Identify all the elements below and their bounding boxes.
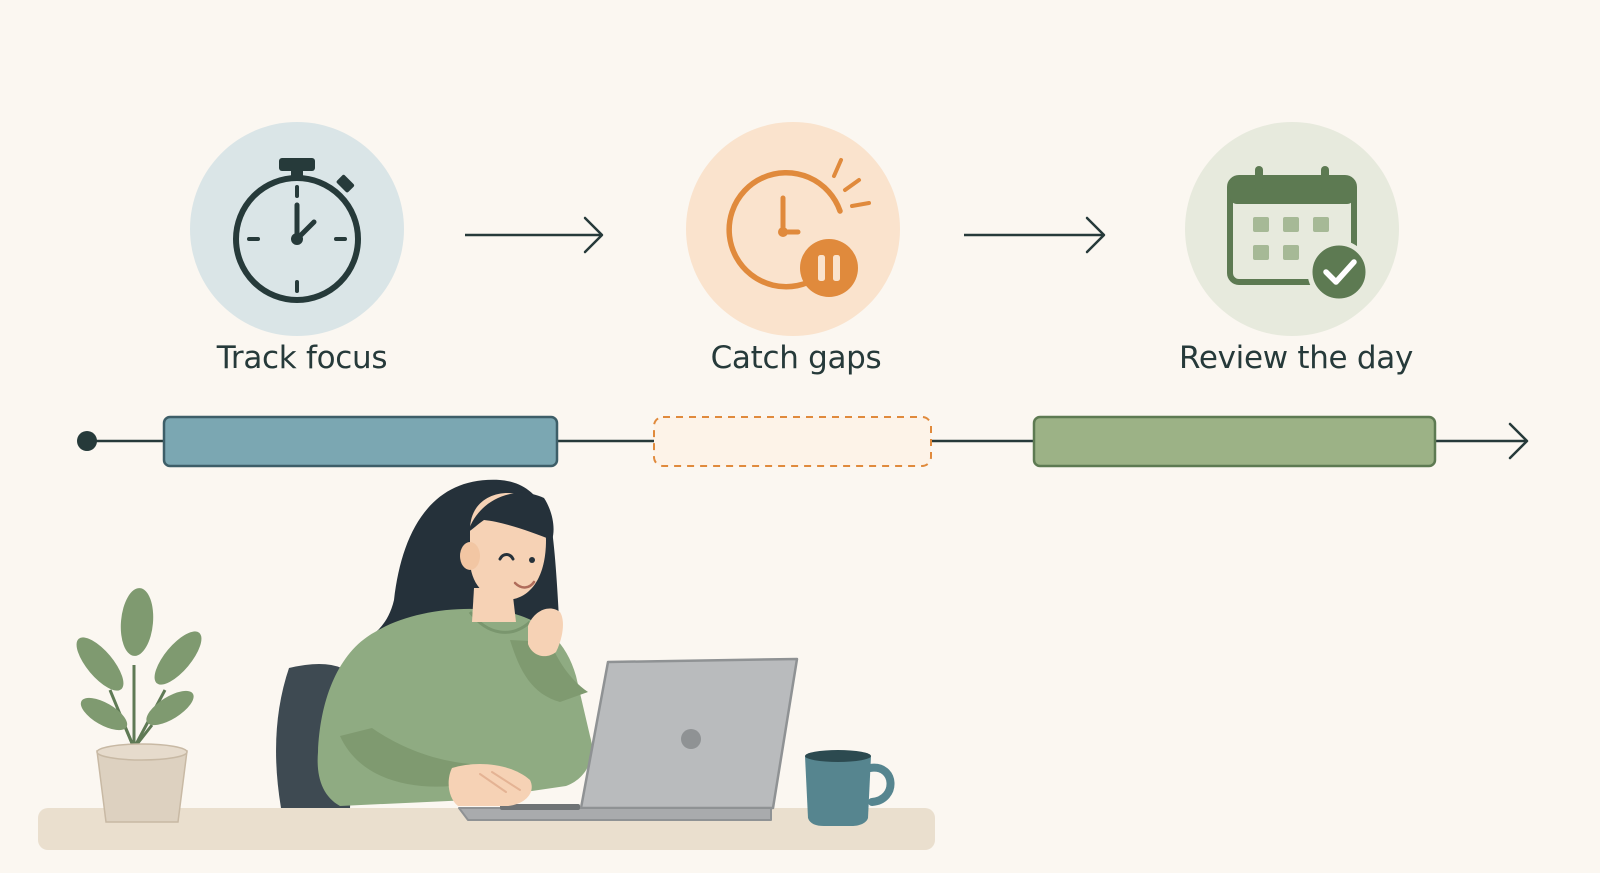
step-label-track-focus: Track focus [216, 340, 388, 376]
arrow-1 [465, 216, 604, 254]
coffee-mug-icon [805, 750, 895, 826]
paused-clock-icon [686, 122, 900, 336]
calendar-check-icon [1185, 122, 1399, 336]
laptop-icon [458, 657, 799, 821]
step-label-review-the-day: Review the day [1178, 340, 1413, 376]
step-label-catch-gaps: Catch gaps [710, 340, 882, 376]
review-block [1032, 415, 1437, 468]
focus-block [162, 415, 559, 468]
gap-block [653, 416, 932, 467]
person-at-desk-illustration [38, 479, 935, 850]
potted-plant-icon [76, 588, 202, 823]
timeline [77, 415, 1529, 468]
arrow-2 [964, 216, 1106, 254]
stopwatch-icon [190, 122, 404, 336]
